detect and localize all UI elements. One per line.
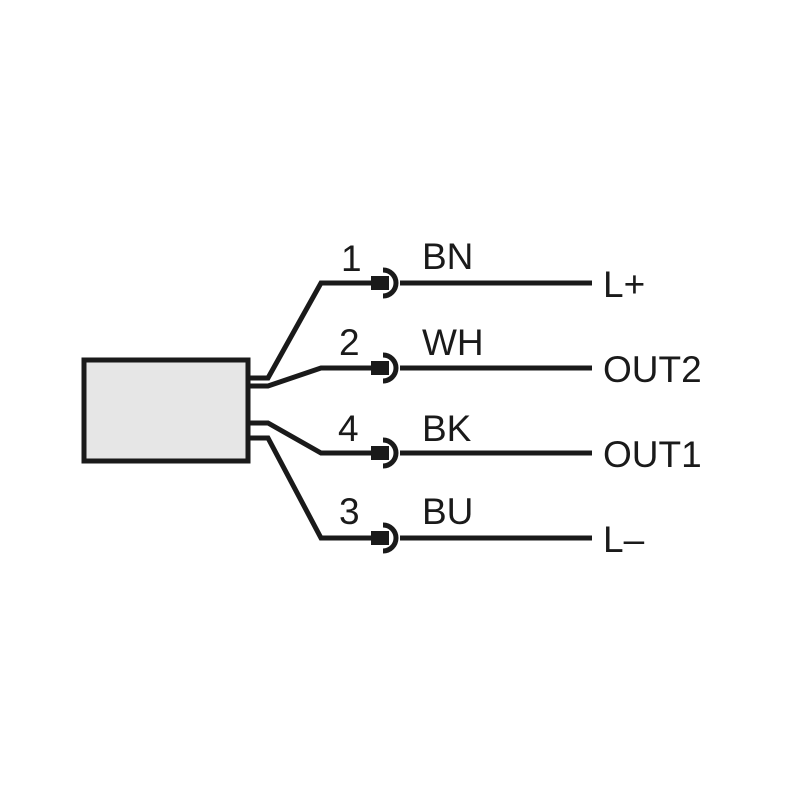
signal-label: OUT1 (603, 434, 702, 475)
pin-number: 1 (341, 238, 362, 279)
wire-row-3: 4 BK OUT1 (338, 408, 702, 475)
pin-number: 3 (339, 491, 360, 532)
wire-color-code: BK (422, 408, 472, 449)
wire-group (248, 267, 592, 554)
wire-color-code: BU (422, 491, 473, 532)
wire-row-1: 1 BN L+ (341, 236, 645, 305)
connector-pin (371, 531, 389, 545)
wire-color-code: WH (422, 322, 484, 363)
wire-3 (248, 420, 375, 456)
wire-2 (248, 365, 375, 389)
wire-row-4: 3 BU L– (339, 491, 645, 560)
connector-socket (382, 352, 399, 384)
connector-pin (371, 276, 389, 290)
signal-label: L– (603, 519, 645, 560)
connector-pin (371, 361, 389, 375)
connector-socket (382, 437, 399, 469)
connector-pin (371, 446, 389, 460)
connector-socket (382, 267, 399, 299)
connector-socket (382, 522, 399, 554)
wire-row-2: 2 WH OUT2 (339, 322, 702, 390)
signal-label: L+ (603, 264, 645, 305)
wire-1 (248, 280, 375, 381)
sensor-housing (81, 357, 251, 464)
wire-color-code: BN (422, 236, 473, 277)
pin-number: 2 (339, 322, 360, 363)
signal-label: OUT2 (603, 349, 702, 390)
wire-4 (248, 435, 375, 541)
pin-number: 4 (338, 408, 359, 449)
